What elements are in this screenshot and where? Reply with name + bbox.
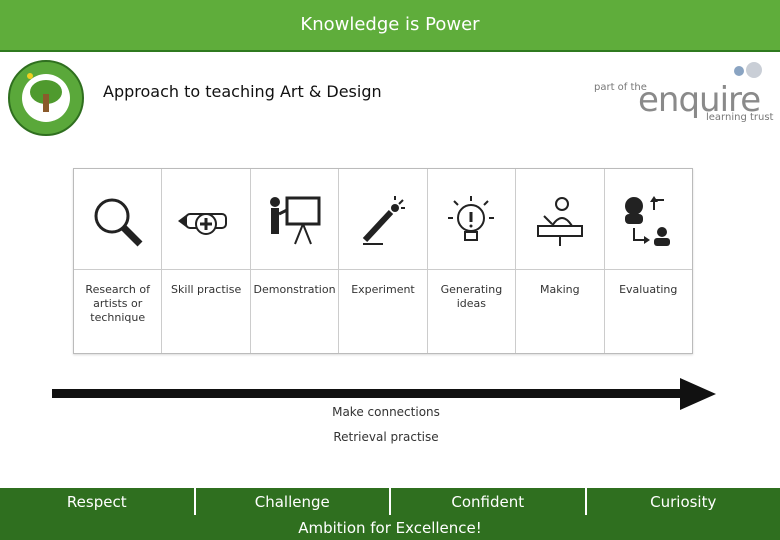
value-curiosity: Curiosity [586,488,780,515]
stage-making: Making [516,169,605,353]
enquire-part-of: part of the [594,82,647,93]
enquire-dot-large [746,62,762,78]
stage-label: Skill practise [171,283,242,296]
exchange-people-icon [605,177,692,267]
school-logo [6,58,86,138]
value-challenge: Challenge [195,488,391,515]
enquire-trust: learning trust [706,112,774,123]
teaching-stages-table: Research of artists or technique Skill p… [73,168,693,354]
lightbulb-icon [428,177,515,267]
value-confident: Confident [391,488,587,515]
footer-motto: Ambition for Excellence! [0,515,780,540]
person-at-desk-icon [516,177,603,267]
stage-experiment: Experiment [339,169,428,353]
stage-skill-practise: Skill practise [162,169,251,353]
value-respect: Respect [0,488,196,515]
school-values-bar: Respect Challenge Confident Curiosity [0,486,780,515]
enquire-logo: part of the enquire learning trust [594,62,774,126]
stage-label: Generating ideas [440,283,503,310]
stage-demonstration: Demonstration [250,169,340,353]
enquire-dot-small [734,66,744,76]
stage-label: Research of artists or technique [85,283,150,324]
header-bar: Knowledge is Power [0,0,780,52]
presenter-board-icon [251,177,338,267]
pencil-plus-icon [162,177,249,267]
stage-evaluating: Evaluating [604,169,692,353]
slide-subtitle: Approach to teaching Art & Design [103,82,382,101]
progression-arrow [52,378,716,410]
stage-label: Demonstration [253,283,336,296]
stage-generating-ideas: Generating ideas [427,169,517,353]
magnifier-icon [74,177,161,267]
make-connections-note: Make connections [332,405,440,419]
enquire-brand: enquire [638,80,761,120]
stage-label: Making [540,283,580,296]
stage-research: Research of artists or technique [74,169,163,353]
pen-spark-icon [339,177,426,267]
header-title: Knowledge is Power [300,14,480,35]
retrieval-practise-note: Retrieval practise [333,430,439,444]
stage-label: Evaluating [619,283,678,296]
stage-label: Experiment [351,283,415,296]
